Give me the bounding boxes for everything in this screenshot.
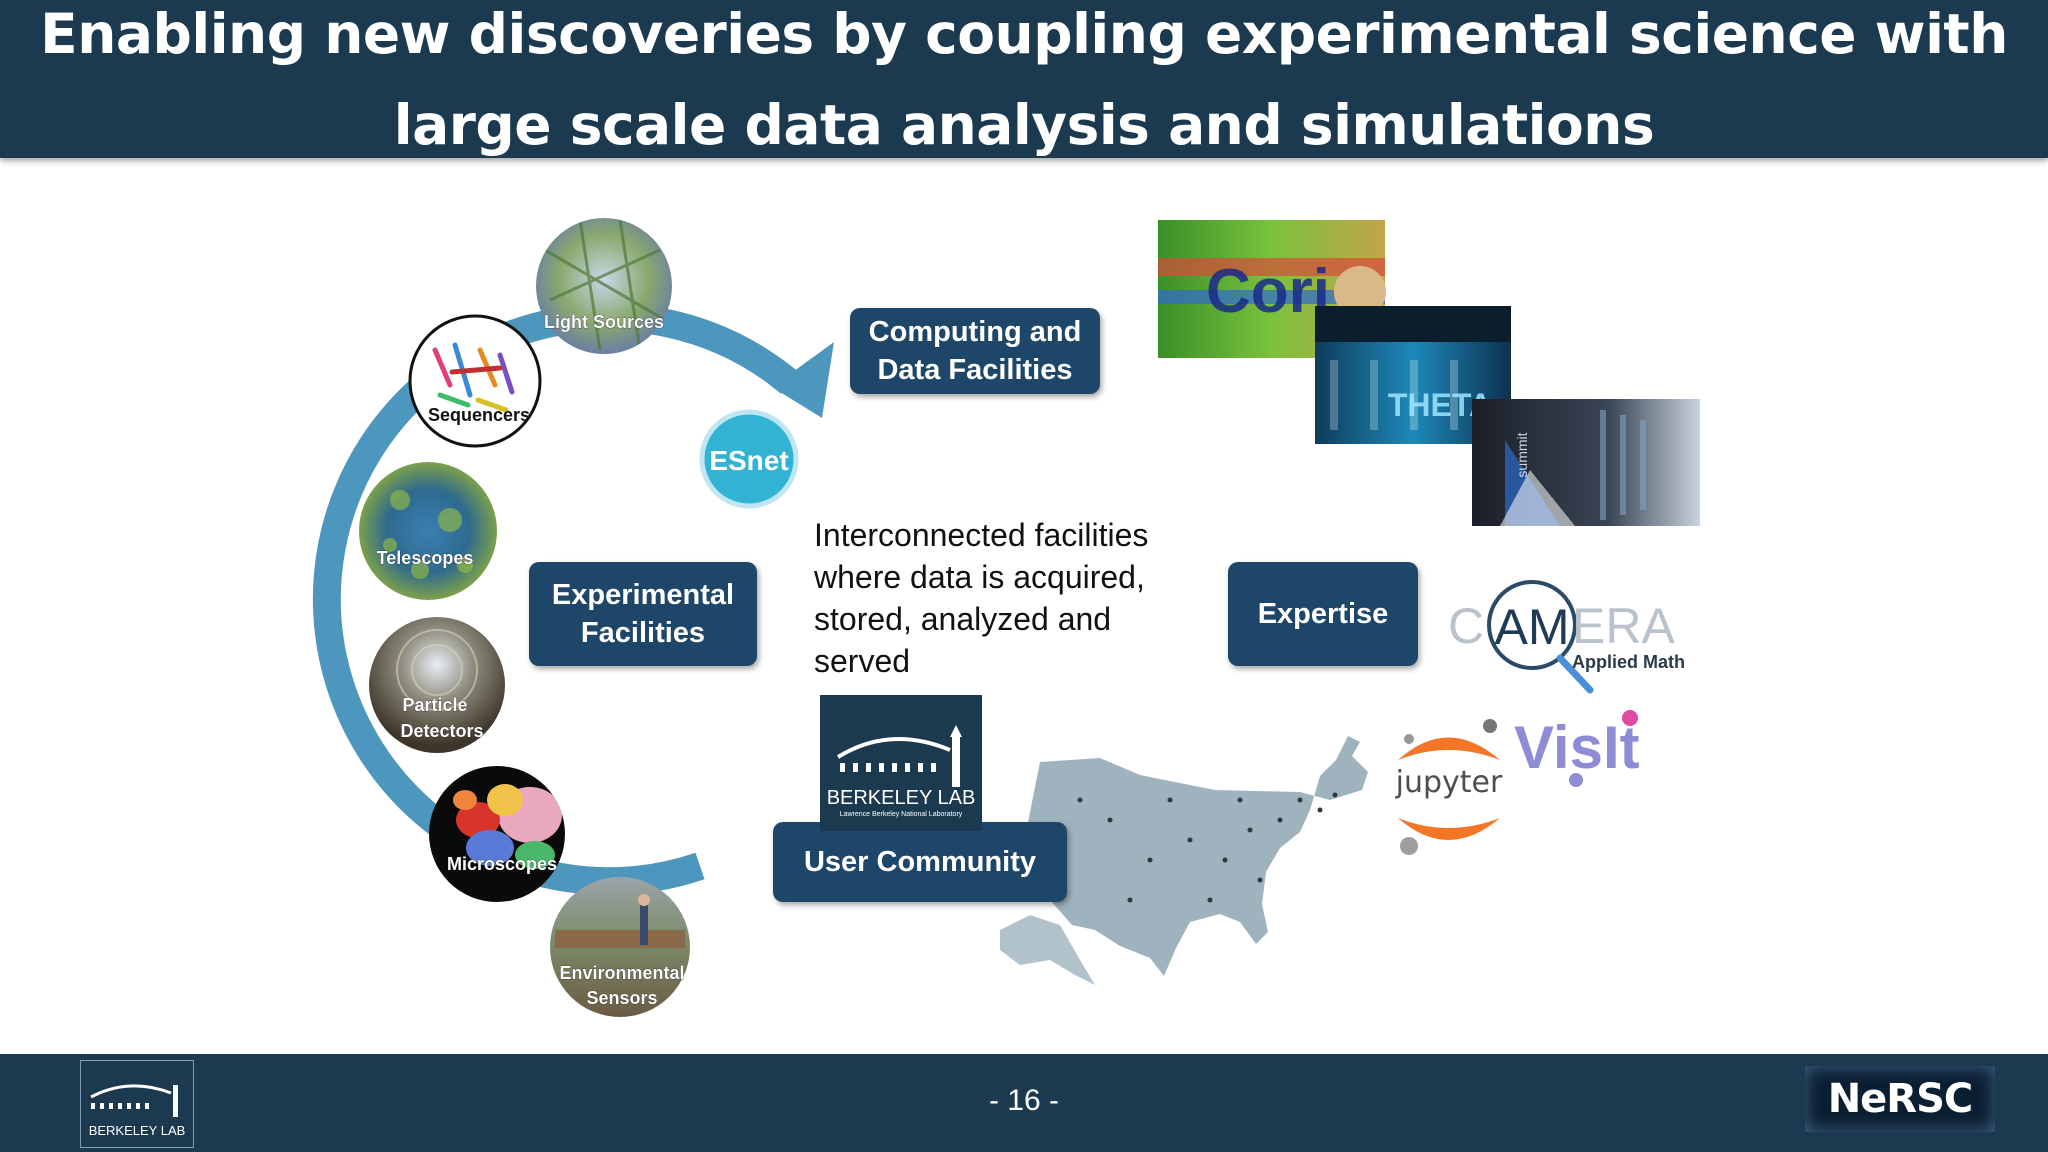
expertise-box: Expertise (1228, 562, 1418, 666)
light-sources-label: Light Sources (544, 312, 664, 332)
sequencers-image: Sequencers (408, 314, 542, 448)
slide-title-line-2: large scale data analysis and simulation… (393, 93, 1655, 157)
footer-berkeley-emblem (90, 1084, 178, 1117)
light-sources-image: Light Sources (536, 218, 672, 354)
nersc-logo: NeRSC (1805, 1066, 1995, 1132)
center-description: Interconnected facilities where data is … (814, 517, 1149, 679)
berkeley-lab-logo: BERKELEY LAB Lawrence Berkeley National … (820, 695, 982, 831)
user-community-box: User Community (773, 822, 1067, 902)
visit-logo: VisIt (1514, 710, 1640, 787)
environmental-sensors-label-2: Sensors (586, 988, 657, 1008)
slide-footer: BERKELEY LAB - 16 - NeRSC (0, 1054, 2048, 1152)
footer-berkeley-lab-logo: BERKELEY LAB (80, 1060, 194, 1148)
summit-text: summit (1514, 432, 1530, 477)
camera-logo-era: ERA (1572, 598, 1675, 654)
particle-detectors-label-1: Particle (402, 695, 467, 715)
slide-title-line-1: Enabling new discoveries by coupling exp… (40, 2, 2008, 66)
cori-text: Cori (1206, 257, 1330, 326)
berkeley-lab-emblem (836, 725, 962, 787)
nersc-text: NeRSC (1827, 1076, 1974, 1122)
page-number: - 16 - (988, 1084, 1060, 1117)
berkeley-lab-subtext: Lawrence Berkeley National Laboratory (839, 811, 963, 818)
computing-data-facilities-box: Computing and Data Facilities (850, 308, 1100, 394)
berkeley-lab-text: BERKELEY LAB (826, 787, 976, 809)
visit-text: VisIt (1514, 714, 1640, 781)
slide-header: Enabling new discoveries by coupling exp… (0, 0, 2048, 158)
jupyter-logo: jupyter (1395, 719, 1503, 855)
environmental-sensors-image: Environmental Sensors (550, 877, 690, 1017)
esnet-node: ESnet (699, 409, 799, 509)
camera-logo-subtitle: Applied Math (1572, 652, 1685, 672)
experimental-facilities-box: Experimental Facilities (529, 562, 757, 666)
cycle-arrowhead (772, 342, 834, 418)
footer-berkeley-text: BERKELEY LAB (88, 1123, 186, 1138)
microscopes-image: Microscopes (429, 766, 565, 902)
esnet-label: ESnet (709, 445, 788, 476)
camera-logo-am: AM (1495, 599, 1570, 655)
particle-detectors-image: Particle Detectors (369, 617, 505, 753)
telescopes-label: Telescopes (377, 548, 474, 568)
environmental-sensors-label-1: Environmental (559, 963, 684, 983)
summit-image: summit (1472, 399, 1700, 526)
sequencers-label: Sequencers (428, 405, 530, 425)
particle-detectors-label-2: Detectors (400, 721, 483, 741)
us-map-image (1000, 736, 1368, 985)
jupyter-text: jupyter (1395, 765, 1503, 800)
camera-logo: C AM ERA Applied Math (1448, 580, 1685, 694)
camera-logo-c: C (1448, 598, 1484, 654)
microscopes-label: Microscopes (447, 854, 557, 874)
telescopes-image: Telescopes (359, 462, 497, 600)
